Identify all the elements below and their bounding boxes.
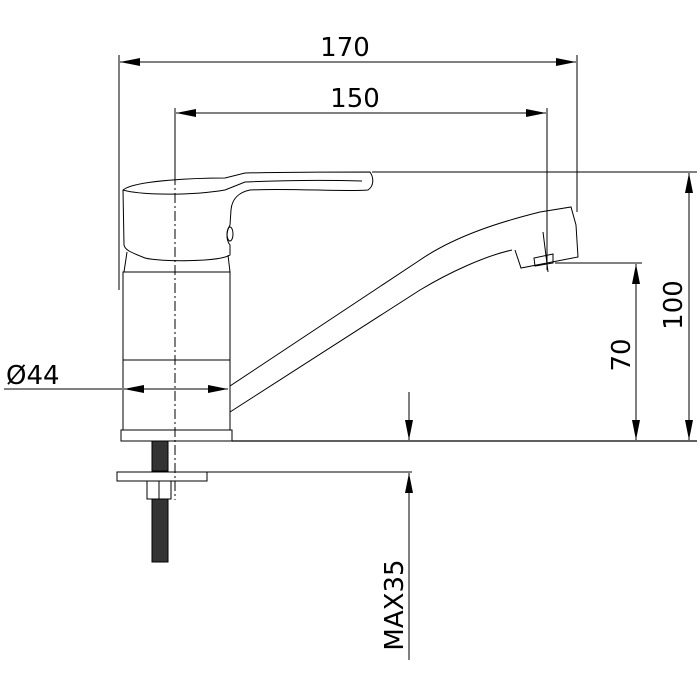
dim-diameter-label: Ø44 — [6, 361, 60, 391]
dim-70-label: 70 — [607, 338, 637, 371]
dim-150-label: 150 — [330, 84, 380, 114]
dim-170-label: 170 — [320, 33, 370, 63]
dimension-max35: MAX35 — [380, 392, 413, 660]
faucet-spout — [229, 206, 579, 413]
faucet-body — [120, 251, 233, 442]
dim-100-label: 100 — [659, 280, 689, 330]
mounting-hardware — [116, 440, 208, 563]
dimension-diameter-44: Ø44 — [4, 361, 228, 393]
dimension-100: 100 — [659, 173, 693, 440]
dim-max35-label: MAX35 — [380, 559, 410, 650]
faucet-handle — [122, 171, 374, 262]
dimension-170: 170 — [118, 33, 578, 290]
dimension-150: 150 — [174, 84, 548, 270]
dimension-70: 70 — [607, 264, 640, 440]
